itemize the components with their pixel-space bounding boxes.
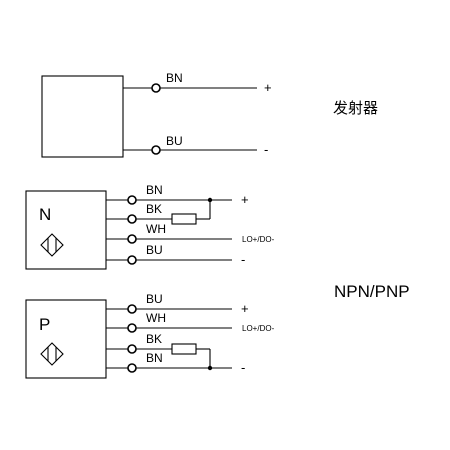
npn-junction-dot xyxy=(207,197,213,203)
pnp-sensor-box xyxy=(25,299,107,379)
pnp-minus-sign: - xyxy=(241,360,245,375)
pnp-wh-label: WH xyxy=(146,311,166,325)
npn-section: N BN + BK WH LO+/DO- BU - xyxy=(25,183,275,270)
emitter-minus-sign: - xyxy=(264,142,268,157)
emitter-section: BN + BU - 发射器 xyxy=(41,71,378,158)
pnp-diamond-shape xyxy=(40,342,64,366)
type-label: NPN/PNP xyxy=(334,282,410,301)
npn-sensor-box xyxy=(25,190,107,270)
npn-bn-label: BN xyxy=(146,183,163,197)
npn-sensor-symbol xyxy=(40,233,64,257)
pnp-section: P BU + WH LO+/DO- BK BN - xyxy=(25,292,275,379)
npn-wh-terminal xyxy=(127,234,137,244)
npn-load-resistor xyxy=(171,213,197,225)
npn-bu-label: BU xyxy=(146,243,163,257)
pnp-bn-terminal xyxy=(127,363,137,373)
emitter-title: 发射器 xyxy=(333,99,378,117)
npn-bk-terminal xyxy=(127,214,137,224)
pnp-bu-label: BU xyxy=(146,292,163,306)
pnp-plus-sign: + xyxy=(241,301,249,316)
npn-bk-label: BK xyxy=(146,202,162,216)
pnp-load-resistor xyxy=(171,343,197,355)
npn-output-label: LO+/DO- xyxy=(242,235,275,244)
npn-plus-sign: + xyxy=(241,192,249,207)
emitter-box xyxy=(41,75,124,158)
pnp-output-label: LO+/DO- xyxy=(242,324,275,333)
pnp-bn-label: BN xyxy=(146,351,163,365)
npn-letter: N xyxy=(39,205,51,224)
npn-wh-label: WH xyxy=(146,222,166,236)
emitter-bu-terminal xyxy=(151,145,161,155)
npn-diamond-shape xyxy=(40,233,64,257)
pnp-letter: P xyxy=(39,315,50,334)
pnp-sensor-symbol xyxy=(40,342,64,366)
emitter-bu-label: BU xyxy=(166,134,183,148)
emitter-bn-label: BN xyxy=(166,71,183,85)
npn-minus-sign: - xyxy=(241,252,245,267)
emitter-plus-sign: + xyxy=(264,80,272,95)
pnp-bk-label: BK xyxy=(146,332,162,346)
pnp-bu-terminal xyxy=(127,304,137,314)
npn-bu-terminal xyxy=(127,255,137,265)
emitter-bn-terminal xyxy=(151,83,161,93)
pnp-wh-terminal xyxy=(127,323,137,333)
pnp-bk-terminal xyxy=(127,344,137,354)
npn-bn-terminal xyxy=(127,195,137,205)
